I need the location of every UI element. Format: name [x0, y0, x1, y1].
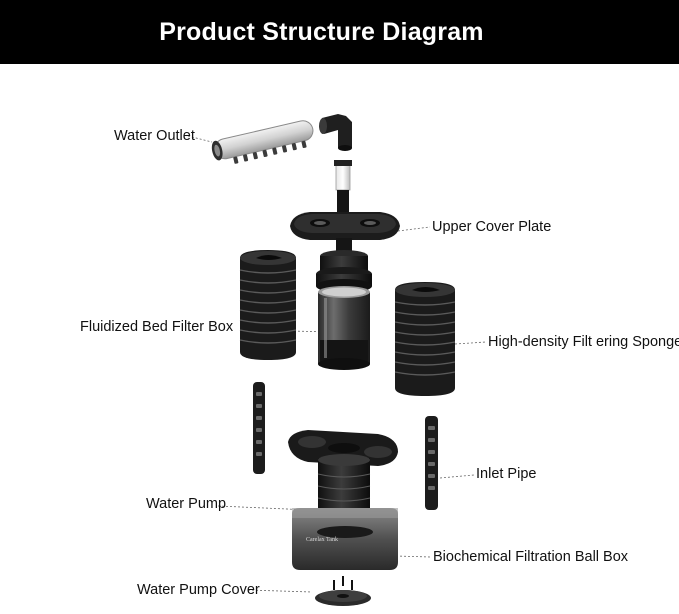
biochemical-ball-box: Carelax Tank: [292, 508, 398, 570]
right-sponge: [394, 282, 456, 396]
label-water-outlet: Water Outlet: [114, 128, 195, 144]
leader-inlet-pipe: [439, 474, 475, 479]
brand-mark: Carelax Tank: [306, 537, 338, 543]
lower-plate: [288, 430, 398, 466]
label-water-pump-cover: Water Pump Cover: [137, 582, 260, 598]
label-upper-cover-plate: Upper Cover Plate: [432, 219, 552, 235]
inlet-pipe-right: [425, 416, 438, 510]
label-biochemical-ball-box: Biochemical Filtration Ball Box: [433, 549, 629, 565]
upper-cover-plate: [290, 212, 400, 254]
riser-tube: [334, 160, 352, 214]
label-inlet-pipe: Inlet Pipe: [476, 466, 537, 482]
water-outlet-tube: [211, 120, 314, 164]
leader-pump-cover: [247, 589, 313, 593]
leader-sponge: [454, 341, 487, 345]
fluidized-bed-box: [318, 286, 370, 370]
label-high-density-sponge: High-density Filt ering Sponge: [488, 334, 679, 350]
leader-water-outlet: [187, 135, 213, 143]
label-water-pump: Water Pump: [146, 496, 227, 512]
label-fluidized-bed-filter-box: Fluidized Bed Filter Box: [80, 319, 234, 335]
diagram-title: Product Structure Diagram: [159, 17, 484, 46]
elbow-connector: [319, 114, 352, 151]
inlet-pipe-left: [253, 382, 265, 474]
leader-ball-box: [395, 555, 431, 558]
water-pump-cover: [315, 576, 371, 606]
leader-upper-cover: [397, 226, 431, 232]
title-bar: Product Structure Diagram: [0, 0, 679, 64]
left-sponge: [239, 250, 297, 360]
